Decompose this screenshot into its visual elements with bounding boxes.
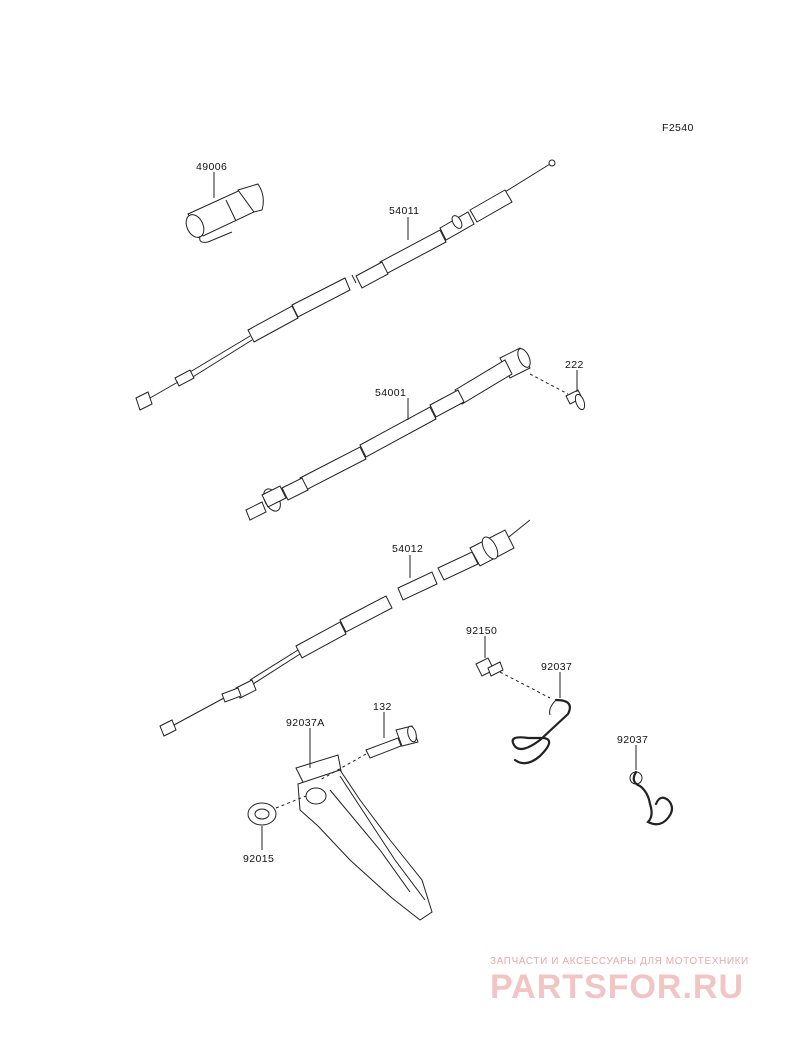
watermark-tagline: ЗАПЧАСТИ И АКСЕССУАРЫ ДЛЯ МОТОТЕХНИКИ xyxy=(490,956,749,967)
part-label-54012: 54012 xyxy=(392,543,423,555)
part-49006 xyxy=(185,183,264,243)
part-92037-b xyxy=(629,770,674,826)
leader-222-dashed xyxy=(529,373,569,395)
leader-132-dashed xyxy=(319,753,367,781)
figure-code: F2540 xyxy=(662,122,694,134)
leader-92150-dashed xyxy=(499,671,551,699)
part-54011 xyxy=(135,159,556,411)
part-label-92015: 92015 xyxy=(243,853,274,865)
part-92150 xyxy=(475,657,504,677)
part-label-222: 222 xyxy=(565,359,584,371)
leader-92015-dashed xyxy=(275,795,307,809)
part-label-132: 132 xyxy=(373,701,392,713)
part-label-92037-b: 92037 xyxy=(617,734,648,746)
part-92037-a xyxy=(511,698,571,765)
part-92037A xyxy=(295,754,433,921)
part-label-92037A: 92037A xyxy=(286,717,325,729)
part-label-54011: 54011 xyxy=(389,205,419,217)
part-label-92037-a: 92037 xyxy=(541,661,572,673)
part-132 xyxy=(365,725,419,759)
part-92015 xyxy=(247,802,277,826)
part-label-54001: 54001 xyxy=(375,387,406,399)
watermark-brand: PARTSFOR.RU xyxy=(490,968,744,1006)
part-54001 xyxy=(245,347,531,521)
part-222 xyxy=(565,389,586,411)
part-54012 xyxy=(159,519,531,737)
part-label-49006: 49006 xyxy=(196,161,227,173)
part-label-92150: 92150 xyxy=(466,625,497,637)
